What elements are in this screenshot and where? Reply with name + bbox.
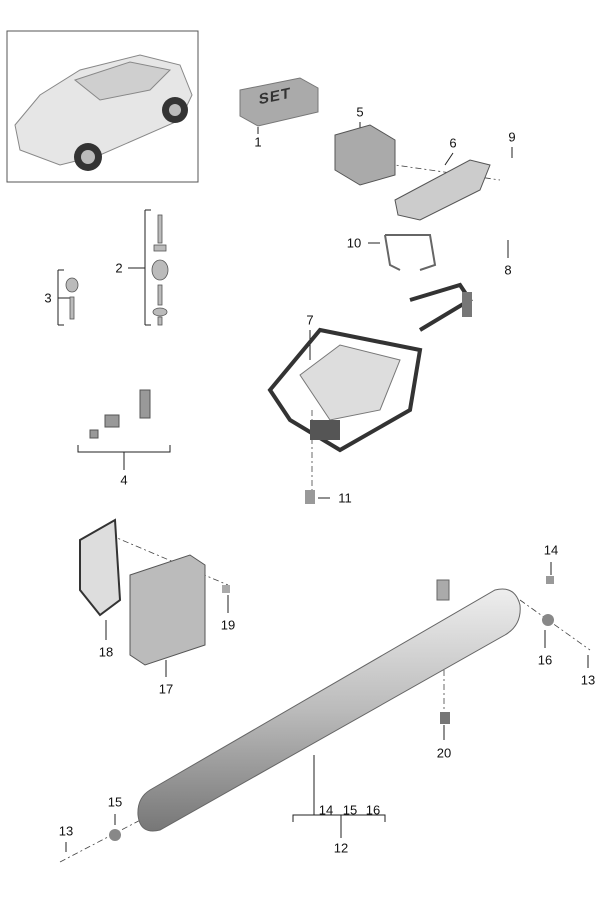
callout-19[interactable]: 19 <box>220 617 236 633</box>
compressor-assembly <box>267 282 473 453</box>
callout-10[interactable]: 10 <box>346 235 362 251</box>
callout-6[interactable]: 6 <box>449 135 457 151</box>
callout-11[interactable]: 11 <box>338 490 352 506</box>
mount-hardware <box>65 214 169 326</box>
vehicle-thumbnail[interactable] <box>6 30 199 183</box>
connector-parts <box>89 389 151 439</box>
callout-20[interactable]: 20 <box>436 745 452 761</box>
callout-13-left[interactable]: 13 <box>58 823 74 839</box>
callout-18[interactable]: 18 <box>98 644 114 660</box>
control-unit-and-bracket <box>79 518 206 666</box>
pressure-reservoir <box>109 490 554 841</box>
callout-1[interactable]: 1 <box>254 134 262 150</box>
callout-16-group[interactable]: 16 <box>365 802 381 818</box>
callout-13-right[interactable]: 13 <box>580 672 596 688</box>
callout-4[interactable]: 4 <box>120 472 128 488</box>
callout-5[interactable]: 5 <box>356 104 364 120</box>
callout-8[interactable]: 8 <box>504 262 512 278</box>
callout-9[interactable]: 9 <box>508 129 516 145</box>
callout-2[interactable]: 2 <box>115 260 123 276</box>
callout-3[interactable]: 3 <box>44 290 52 306</box>
callout-14-right[interactable]: 14 <box>543 542 559 558</box>
callout-15-left[interactable]: 15 <box>107 794 123 810</box>
callout-14-group[interactable]: 14 <box>318 802 334 818</box>
callout-17[interactable]: 17 <box>158 681 174 697</box>
callout-16-right[interactable]: 16 <box>537 652 553 668</box>
relay-and-bracket <box>334 124 491 271</box>
callout-12[interactable]: 12 <box>333 840 349 856</box>
set-box <box>239 77 319 127</box>
callout-15-group[interactable]: 15 <box>342 802 358 818</box>
callout-7[interactable]: 7 <box>306 312 314 328</box>
